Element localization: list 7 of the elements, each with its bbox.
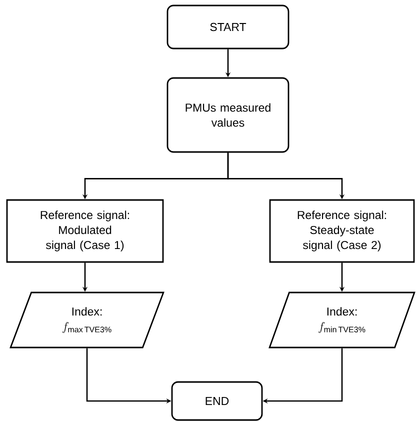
data-parallelogram: Index: $f_{\mathrm{max\,TVE3\%}}$ (10, 292, 164, 348)
process-box: Reference signal: Modulated signal (Case 1) (6, 199, 164, 263)
terminal-box: END (171, 381, 263, 421)
terminal-box: START (166, 4, 290, 50)
data-parallelogram: Index: $f_{\mathrm{min\,TVE3\%}}$ (268, 292, 416, 348)
process-box: Reference signal: Steady-state signal (Case 2) (269, 199, 415, 263)
terminal-box: PMUs measured values (166, 77, 290, 153)
